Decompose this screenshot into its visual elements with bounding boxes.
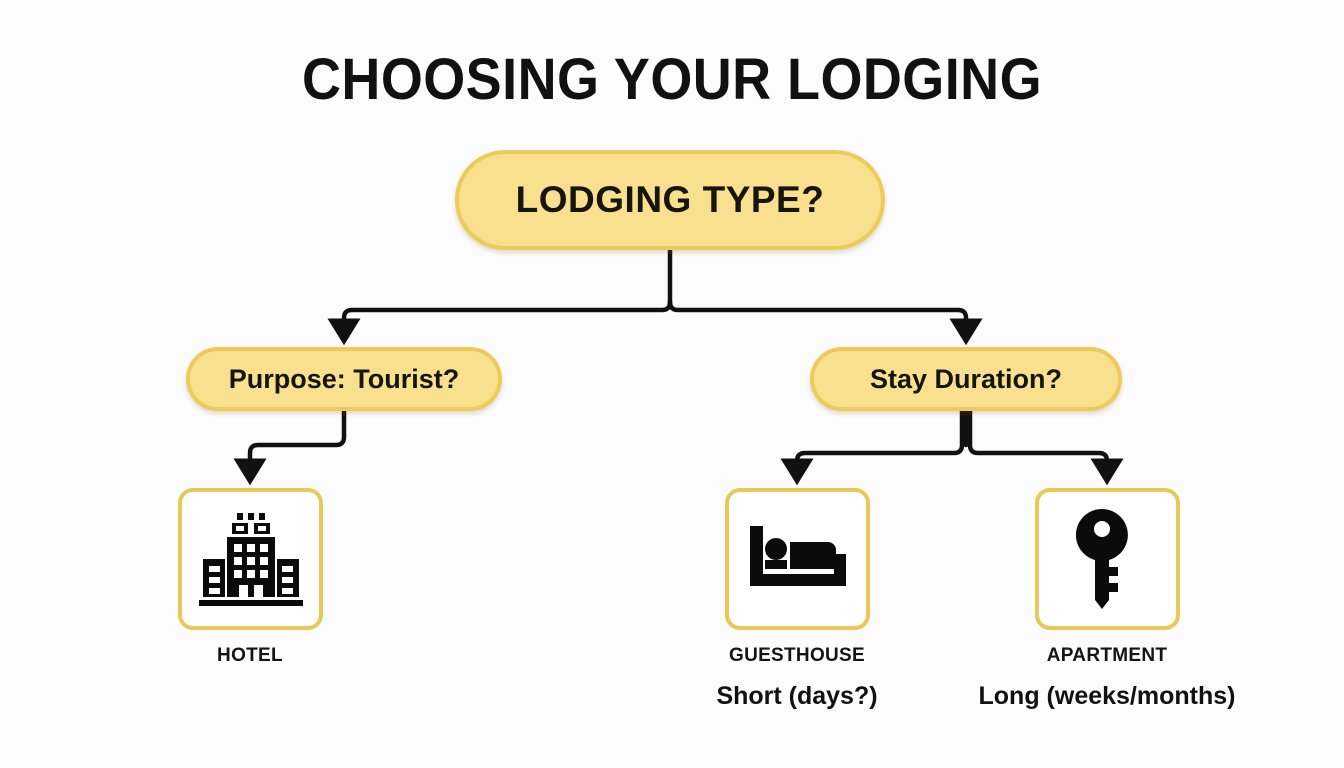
edge-purpose-to-hotel [233, 408, 347, 486]
node-hotel-card[interactable] [178, 488, 323, 630]
node-guesthouse-label: GUESTHOUSE [728, 645, 866, 666]
node-apartment-label: APARTMENT [1046, 645, 1168, 666]
node-guesthouse-caption: Short (days?) [716, 682, 878, 710]
node-lodging-type[interactable]: LODGING TYPE? [455, 150, 885, 250]
key-icon [1075, 509, 1128, 609]
hotel-building-icon [198, 513, 303, 606]
node-hotel-label: HOTEL [217, 645, 283, 666]
node-stay-duration-label: Stay Duration? [869, 363, 1063, 394]
node-guesthouse-card[interactable] [725, 488, 870, 630]
node-stay-duration[interactable]: Stay Duration? [810, 347, 1122, 411]
node-purpose-tourist[interactable]: Purpose: Tourist? [186, 347, 502, 411]
edge-root-to-duration [667, 299, 983, 346]
node-lodging-type-label: LODGING TYPE? [515, 179, 825, 220]
edge-root-to-purpose [327, 299, 673, 346]
node-purpose-tourist-label: Purpose: Tourist? [228, 363, 460, 394]
node-apartment-caption: Long (weeks/months) [978, 682, 1236, 710]
node-apartment-card[interactable] [1035, 488, 1180, 630]
page-title: CHOOSING YOUR LODGING [301, 47, 1043, 112]
edge-duration-to-guesthouse [780, 408, 965, 486]
bed-icon [749, 526, 846, 586]
edge-duration-to-apartment [967, 408, 1124, 486]
